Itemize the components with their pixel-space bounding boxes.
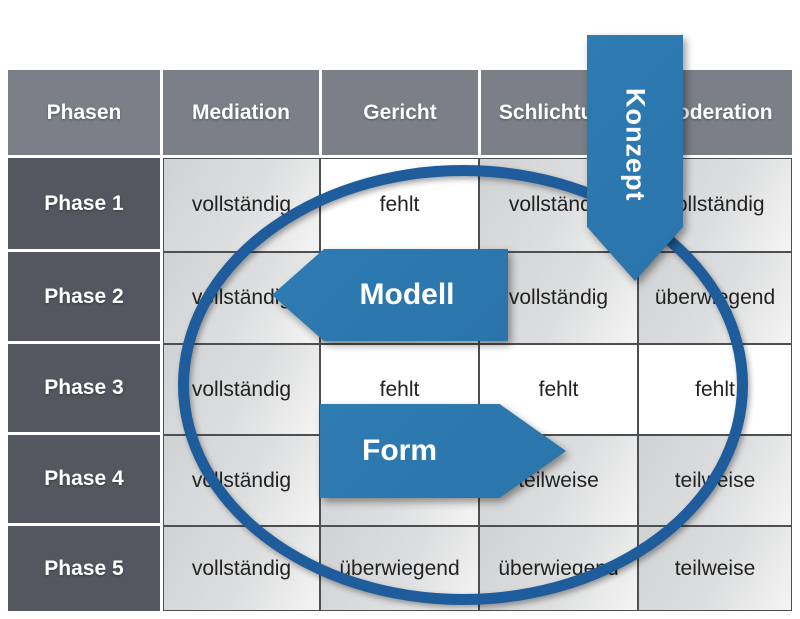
row-header-phase-3: Phase 3 [8,344,160,432]
row-header-phase-5: Phase 5 [8,526,160,611]
column-header-phasen: Phasen [8,70,160,155]
konzept-label: Konzept [620,88,651,202]
modell-arrow-left: Modell [272,249,508,341]
konzept-arrow-down: Konzept [587,35,683,281]
modell-label: Modell [359,278,455,311]
emphasis-ellipse [178,165,748,605]
form-label: Form [362,434,437,467]
row-header-phase-2: Phase 2 [8,252,160,341]
konzept-arrow-shape: Konzept [587,35,683,281]
form-arrow-right: Form [320,404,566,498]
column-header-gericht: Gericht [322,70,478,155]
row-header-phase-4: Phase 4 [8,435,160,523]
form-arrow-shape: Form [320,404,566,498]
modell-arrow-shape: Modell [272,249,508,341]
row-header-phase-1: Phase 1 [8,158,160,249]
column-header-mediation: Mediation [163,70,319,155]
